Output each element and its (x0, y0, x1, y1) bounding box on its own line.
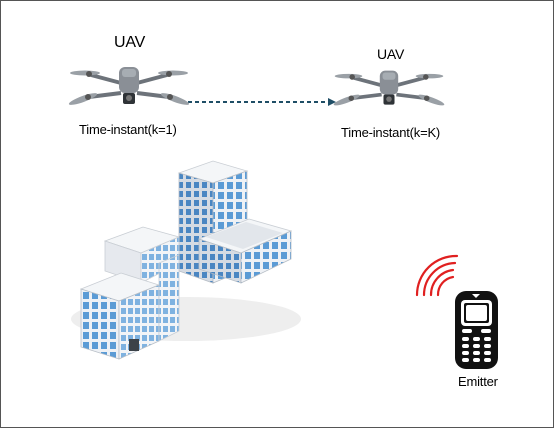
buildings-group (71, 160, 301, 360)
uav-label-first: UAV (114, 34, 146, 51)
mobile-phone-icon (455, 291, 498, 369)
emitter-label: Emitter (458, 374, 498, 389)
time-instant-first-label: Time-instant(k=1) (79, 122, 177, 137)
drone-icon (333, 70, 445, 106)
building-icon (79, 226, 181, 360)
uav-label-last: UAV (377, 46, 405, 62)
signal-waves-icon (415, 254, 459, 297)
building-icon (197, 218, 293, 284)
drone-icon (68, 67, 190, 105)
time-instant-last-label: Time-instant(k=K) (341, 125, 441, 140)
